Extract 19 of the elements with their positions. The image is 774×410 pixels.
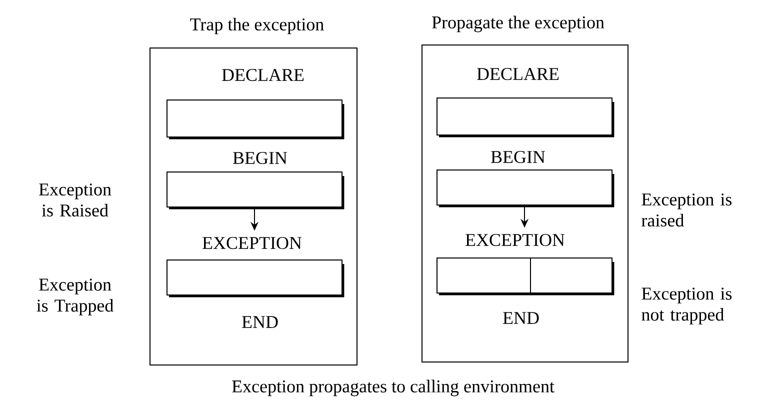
code-block: DECLARE [166,68,344,140]
node-label: DECLARE [477,68,559,80]
node-label: EXCEPTION [466,234,565,246]
node-label: DECLARE [222,68,304,82]
code-block: EXCEPTION [166,236,344,298]
node-label: BEGIN [491,150,546,164]
node-label: Trap the exception [190,18,324,34]
side-note: Exception is Raised [39,183,112,217]
side-note: Exception is not trapped [642,288,732,324]
code-block: EXCEPTION [436,234,614,296]
caption: Exception propagates to calling environment [232,380,554,396]
node-label: BEGIN [233,152,288,164]
side-note: Exception is raised [642,193,732,227]
side-note: Exception is Trapped [36,278,114,316]
code-block: DECLARE [436,68,614,138]
node-label: EXCEPTION [202,236,302,250]
code-block: BEGIN [166,152,344,210]
code-block: BEGIN [436,150,614,208]
node-label: Propagate the exception [432,16,604,32]
